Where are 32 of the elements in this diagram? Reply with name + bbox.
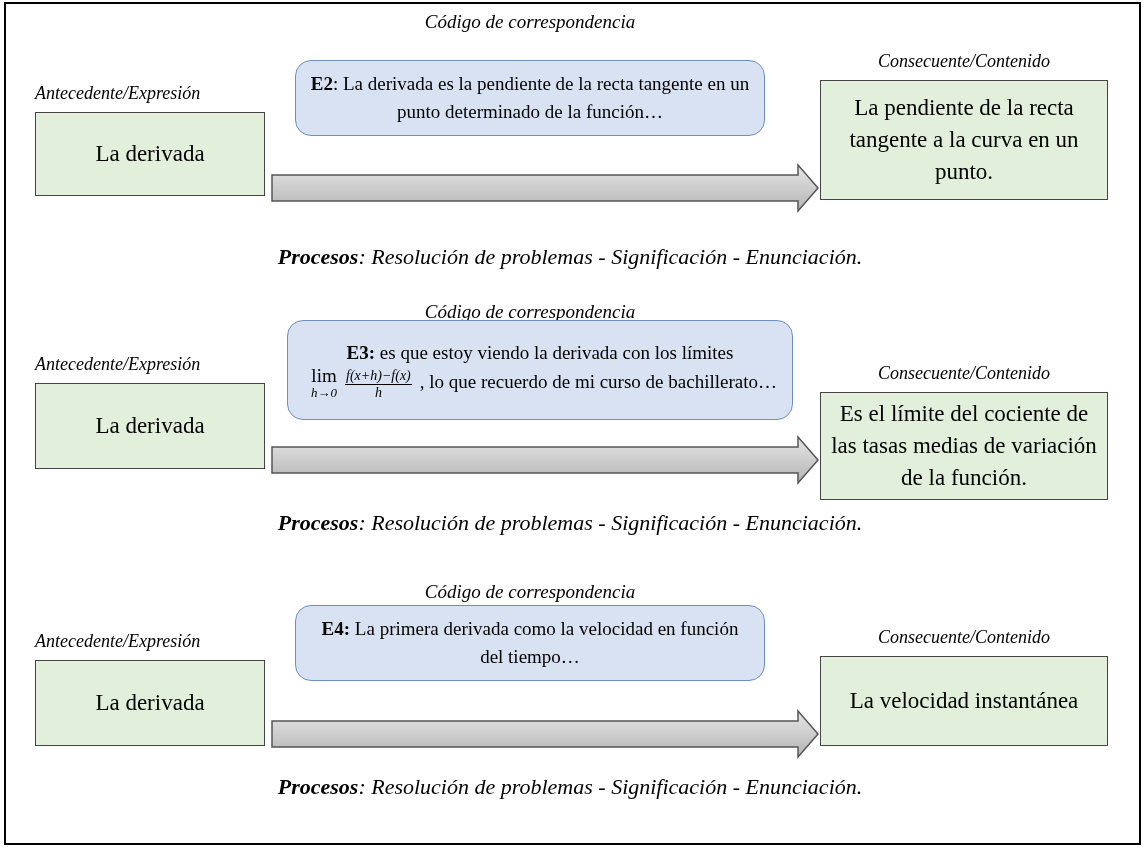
role-caption: Consecuente/Contenido	[878, 626, 1050, 649]
quote-box	[295, 60, 765, 136]
process-note: Procesos: Resolución de problemas - Significación - Enunciación.	[277, 243, 863, 271]
block-arrow	[271, 709, 819, 759]
block-arrow	[271, 163, 819, 213]
section-heading: Código de correspondencia	[424, 300, 636, 324]
block-arrow	[271, 435, 819, 485]
box-text: La velocidad instantánea	[849, 687, 1079, 715]
quote-box	[295, 605, 765, 681]
section-heading: Código de correspondencia	[424, 10, 636, 34]
content-box	[820, 392, 1108, 500]
section-heading: Código de correspondencia	[424, 580, 636, 604]
process-note: Procesos: Resolución de problemas - Significación - Enunciación.	[277, 509, 863, 537]
quote-box	[287, 320, 793, 420]
role-caption: Consecuente/Contenido	[878, 50, 1050, 73]
content-box	[820, 80, 1108, 200]
process-note: Procesos: Resolución de problemas - Significación - Enunciación.	[277, 773, 863, 801]
quote-text: E2: La derivada es la pendiente de la recta tangente en un punto determinado de la función…	[309, 72, 751, 124]
expression-box	[35, 383, 265, 469]
role-caption: Antecedente/Expresión	[35, 630, 201, 653]
quote-text: E4: La primera derivada como la velocidad en función del tiempo…	[320, 617, 740, 669]
expression-box	[35, 112, 265, 196]
role-caption: Consecuente/Contenido	[878, 362, 1050, 385]
expression-box	[35, 660, 265, 746]
box-text: La derivada	[95, 140, 205, 168]
content-box	[820, 656, 1108, 746]
box-text: Es el límite del cociente de las tasas medias de variación de la función.	[830, 400, 1098, 492]
box-text: La derivada	[95, 689, 205, 717]
box-text: La pendiente de la recta tangente a la curva en un punto.	[848, 94, 1080, 186]
role-caption: Antecedente/Expresión	[35, 82, 201, 105]
box-text: La derivada	[95, 412, 205, 440]
role-caption: Antecedente/Expresión	[35, 353, 201, 376]
